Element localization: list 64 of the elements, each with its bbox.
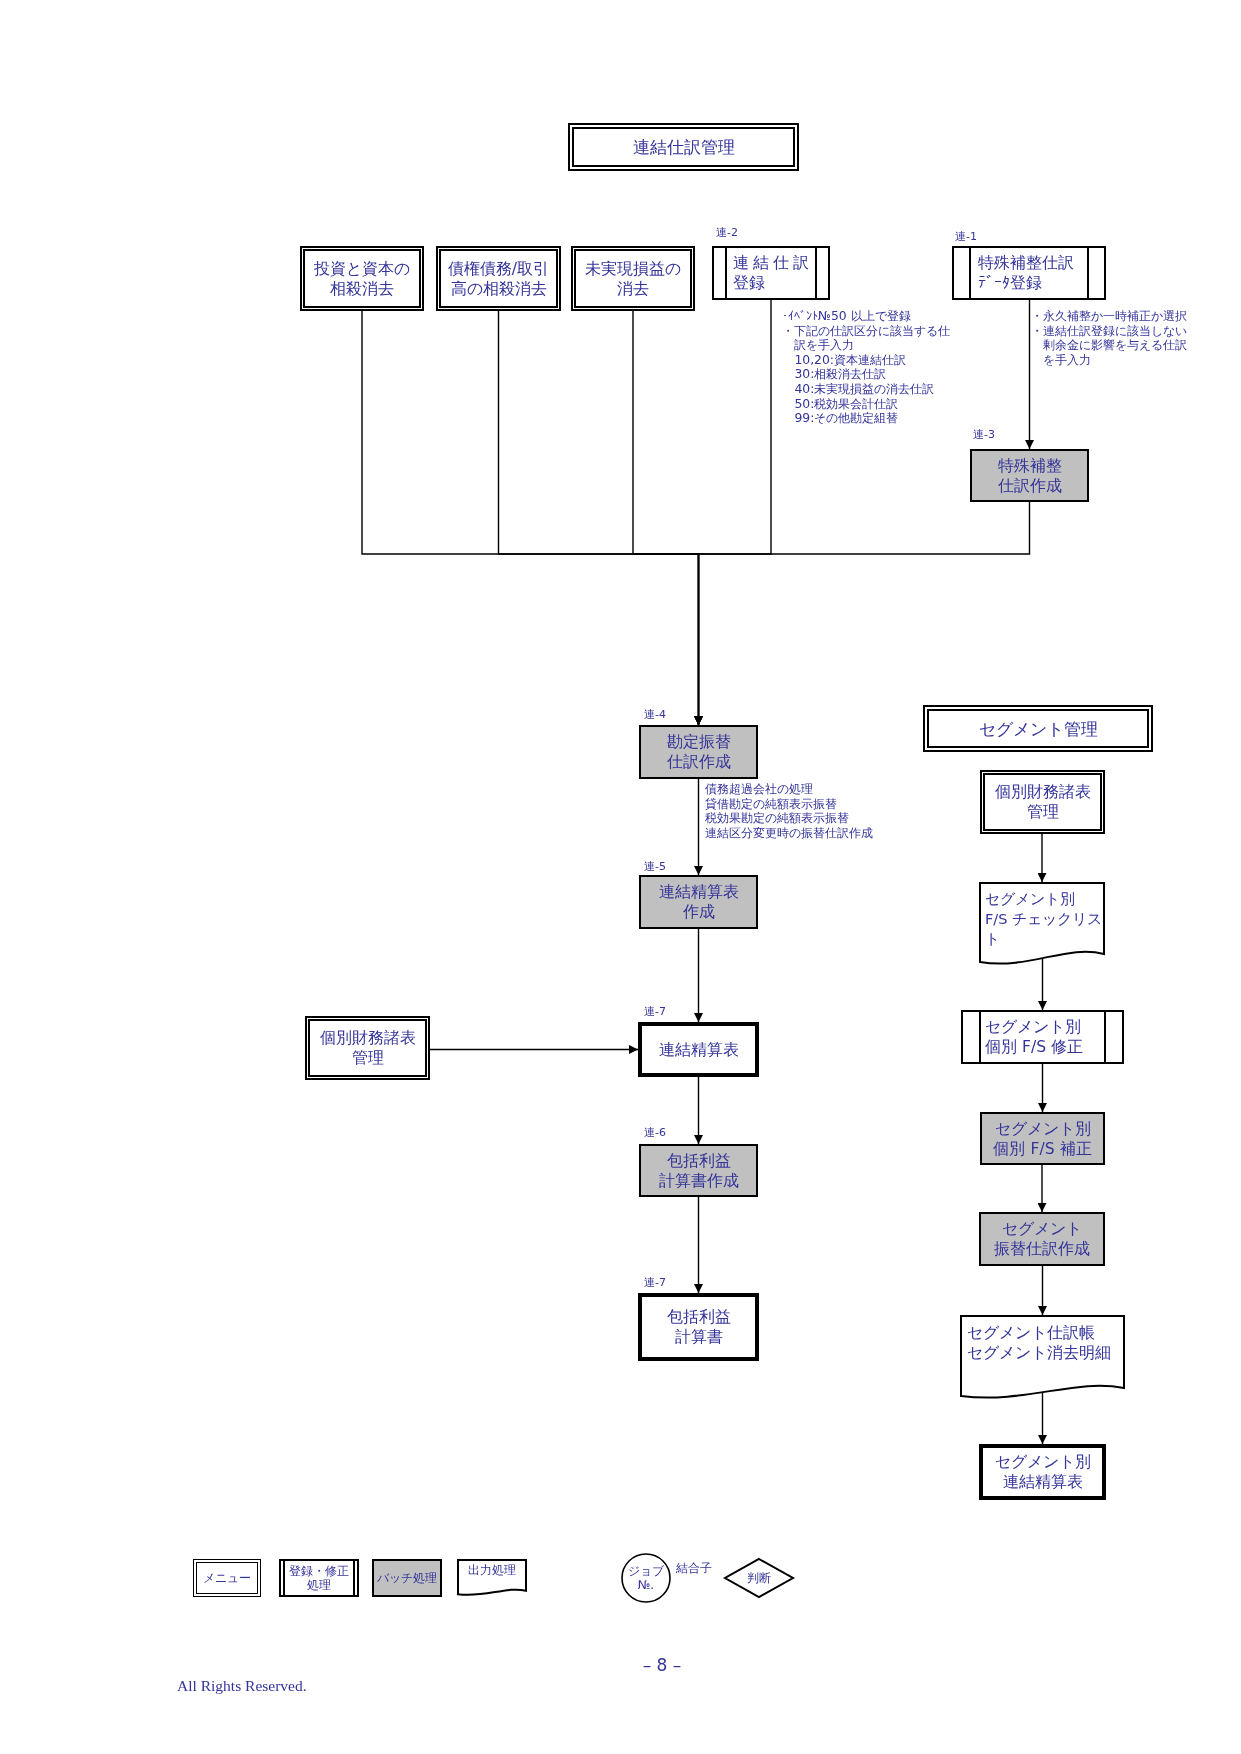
- note-text: ・連結仕訳登録に該当しない剰余金に影響を与える仕訳を手入力: [1031, 323, 1189, 368]
- arrow: [1025, 299, 1034, 450]
- arrow: [694, 928, 703, 1023]
- process-id-label: 連-3: [973, 428, 995, 441]
- legend-decision-diamond: 判断: [724, 1558, 794, 1598]
- process-id-label: 連-7: [644, 1005, 666, 1018]
- legend-batch-box: バッチ処理: [372, 1559, 442, 1597]
- legend-label: 結合子: [676, 1561, 712, 1576]
- note-text: 30:相殺消去仕訳: [793, 367, 887, 382]
- arrow: [1037, 1164, 1047, 1213]
- output-document: セグメント仕訳帳 セグメント消去明細: [960, 1315, 1125, 1402]
- legend-menu-box: メニュー: [193, 1559, 261, 1597]
- arrow: [1038, 1391, 1047, 1445]
- arrow: [429, 1045, 639, 1054]
- menu-box: 連結仕訳管理: [568, 123, 799, 171]
- note-text: 10,20:資本連結仕訳: [793, 352, 907, 368]
- arrow: [1037, 833, 1047, 883]
- arrow: [694, 778, 703, 876]
- note-text: ・ｲﾍﾞﾝﾄ№50 以上で登録: [782, 309, 911, 324]
- copyright-text: All Rights Reserved.: [177, 1677, 307, 1695]
- batch-process-box: 包括利益計算書作成: [639, 1144, 758, 1197]
- note-text: 税効果勘定の純額表示振替: [705, 811, 849, 826]
- batch-process-box: 連結精算表作成: [639, 875, 758, 929]
- process-id-label: 連-2: [716, 226, 738, 239]
- report-box: 連結精算表: [638, 1022, 759, 1077]
- note-text: 債務超過会社の処理: [705, 782, 813, 797]
- menu-box: 債権債務/取引高の相殺消去: [436, 246, 561, 311]
- entry-process-box: 特殊補整仕訳ﾃﾞｰﾀ登録: [952, 246, 1106, 300]
- output-document: セグメント別F/S チェックリスト: [979, 882, 1105, 968]
- process-id-label: 連-5: [644, 860, 666, 873]
- report-box: 包括利益計算書: [638, 1293, 759, 1361]
- note-text: ・下記の仕訳区分に該当する仕訳を手入力: [782, 323, 951, 353]
- note-text: ・永久補整か一時補正か選択: [1031, 309, 1187, 324]
- arrow: [1038, 957, 1047, 1011]
- batch-process-box: 特殊補整仕訳作成: [970, 449, 1089, 502]
- arrow: [694, 1076, 703, 1145]
- menu-box: 個別財務諸表管理: [980, 770, 1105, 834]
- report-box: セグメント別連結精算表: [979, 1444, 1106, 1500]
- note-text: 40:未実現損益の消去仕訳: [793, 381, 935, 397]
- note-text: 99:その他勘定組替: [793, 411, 899, 426]
- entry-process-box: 連結仕訳登録: [712, 246, 830, 300]
- process-id-label: 連-4: [644, 708, 666, 721]
- arrow: [694, 1196, 703, 1294]
- menu-box: セグメント管理: [923, 705, 1153, 752]
- process-id-label: 連-7: [644, 1276, 666, 1289]
- arrow: [1038, 1063, 1047, 1113]
- legend-output-document: 出力処理: [457, 1559, 527, 1597]
- note-text: 連結区分変更時の振替仕訳作成: [705, 825, 873, 841]
- arrow: [694, 501, 1031, 726]
- process-id-label: 連-1: [955, 230, 977, 243]
- page-number: – 8 –: [642, 1655, 682, 1675]
- menu-box: 未実現損益の消去: [571, 246, 695, 311]
- batch-process-box: セグメント別個別 F/S 補正: [980, 1112, 1105, 1165]
- batch-process-box: 勘定振替仕訳作成: [639, 725, 758, 779]
- legend-entry-box: 登録・修正処理: [279, 1559, 359, 1597]
- process-id-label: 連-6: [644, 1126, 666, 1139]
- connector-symbol: ジョブ№.: [621, 1553, 671, 1603]
- note-text: 貸借勘定の純額表示振替: [705, 796, 837, 812]
- menu-box: 個別財務諸表管理: [305, 1016, 430, 1080]
- menu-box: 投資と資本の相殺消去: [300, 246, 424, 311]
- entry-process-box: セグメント別個別 F/S 修正: [961, 1010, 1124, 1064]
- arrow: [1038, 1265, 1047, 1316]
- note-text: 50:税効果会計仕訳: [793, 396, 899, 412]
- batch-process-box: セグメント振替仕訳作成: [979, 1212, 1105, 1266]
